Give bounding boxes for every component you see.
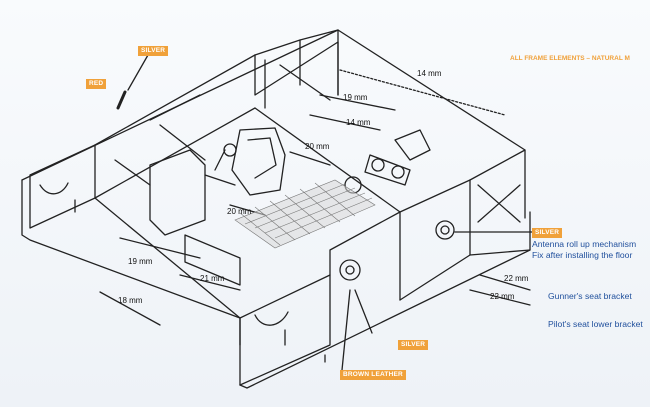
dimension-label: 14 mm [417, 69, 442, 78]
antenna-note-line1: Antenna roll up mechanism [532, 239, 637, 249]
tag-red: RED [86, 79, 107, 89]
back-panel [254, 39, 339, 109]
dimension-label: 19 mm [343, 93, 368, 102]
floor-grid [234, 179, 376, 249]
front-panel [239, 274, 331, 386]
tag-brown-leather: BROWN LEATHER [340, 370, 406, 380]
antenna-wheel [435, 220, 455, 240]
seat [231, 127, 286, 196]
dimension-label: 21 mm [200, 274, 225, 283]
gunner-note: Gunner's seat bracket [548, 291, 632, 301]
header-note: ALL FRAME ELEMENTS – NATURAL M [510, 55, 630, 62]
right-end-panel [469, 149, 531, 256]
dimension-label: 20 mm [305, 142, 330, 151]
tag-silver-top: SILVER [138, 46, 169, 56]
dimension-label: 22 mm [504, 274, 529, 283]
dimension-label: 22 mm [490, 292, 515, 301]
frame-rail-bottom [239, 211, 531, 389]
dimension-label: 18 mm [118, 296, 143, 305]
left-end-panel [29, 144, 96, 229]
engine-unit [364, 129, 431, 186]
dimension-label: 14 mm [346, 118, 371, 127]
forward-box [149, 149, 206, 236]
dimension-label: 20 mm [227, 207, 252, 216]
dimension-label: 19 mm [128, 257, 153, 266]
tag-silver-right: SILVER [532, 228, 563, 238]
tag-silver-bottom: SILVER [398, 340, 429, 350]
pilot-note: Pilot's seat lower bracket [548, 319, 643, 329]
red-rod [116, 90, 127, 110]
antenna-note-line2: Fix after installing the floor [532, 250, 633, 260]
